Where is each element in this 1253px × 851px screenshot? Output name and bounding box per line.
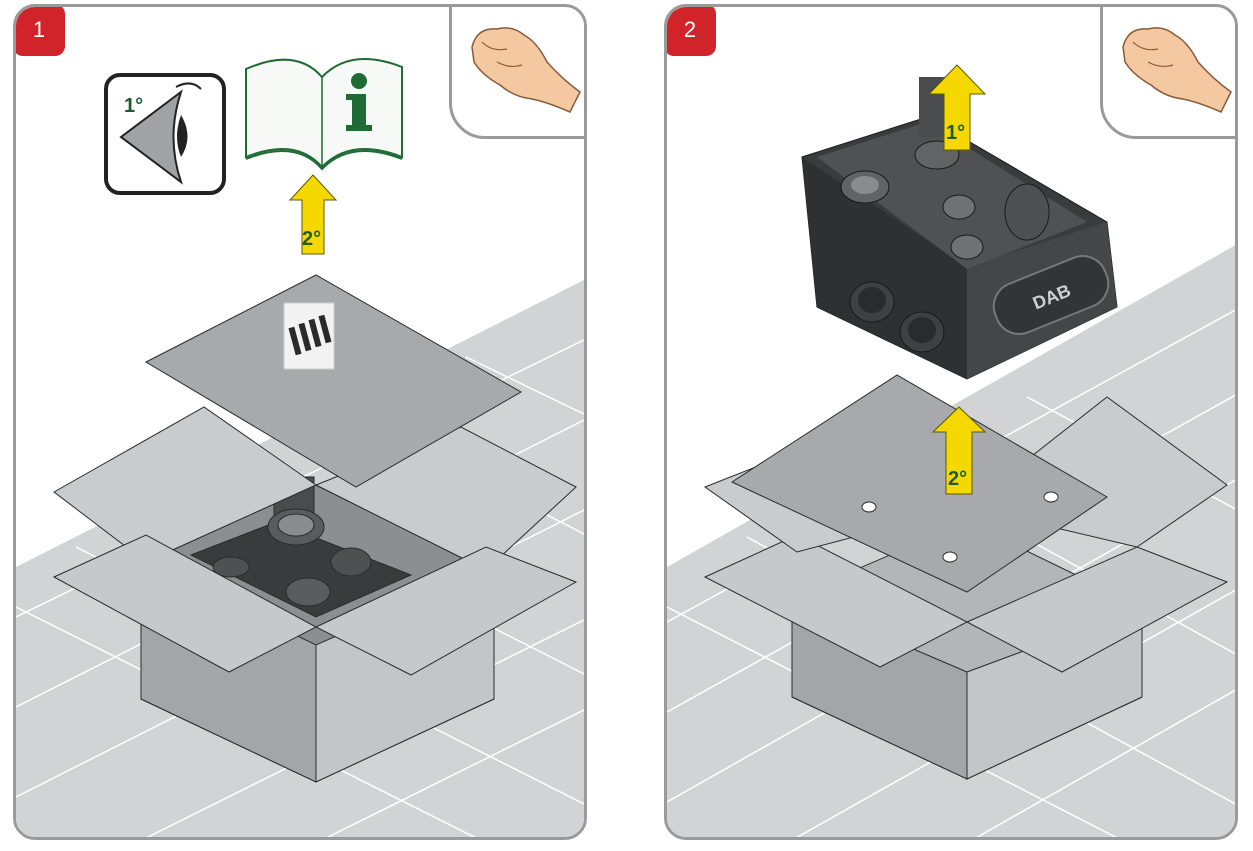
accessory-bag-icon: [283, 302, 335, 370]
arrow-up-icon-bottom: [931, 406, 987, 495]
arrow-step-label: 2°: [302, 228, 321, 250]
sheet-holes: [861, 491, 1059, 563]
eye-step-label: 1°: [124, 95, 143, 117]
cardboard-box: [52, 274, 578, 783]
arrow-top-label: 1°: [946, 122, 965, 144]
step-2-panel: DAB 1° 2° 2: [664, 4, 1238, 840]
hand-icon-box: [449, 7, 584, 139]
cardboard-box: [703, 374, 1229, 780]
brand-logo: DAB: [992, 255, 1110, 335]
arrow-up-icon-top: [927, 64, 987, 151]
step-number-badge: 2: [667, 7, 716, 56]
hand-icon: [471, 27, 581, 113]
hand-icon-box: [1100, 7, 1235, 139]
step-1-panel: 1° 2° 1: [13, 4, 587, 840]
eye-icon: [104, 73, 226, 195]
step-1-illustration: 1° 2°: [16, 58, 584, 837]
arrow-up-icon: [288, 174, 338, 255]
step-2-illustration: DAB 1° 2°: [667, 64, 1235, 837]
hand-icon: [1122, 27, 1232, 113]
arrow-bottom-label: 2°: [948, 468, 967, 490]
step-number-badge: 1: [16, 7, 65, 56]
manual-info-icon: [245, 58, 403, 171]
pump-device: DAB: [801, 77, 1118, 380]
